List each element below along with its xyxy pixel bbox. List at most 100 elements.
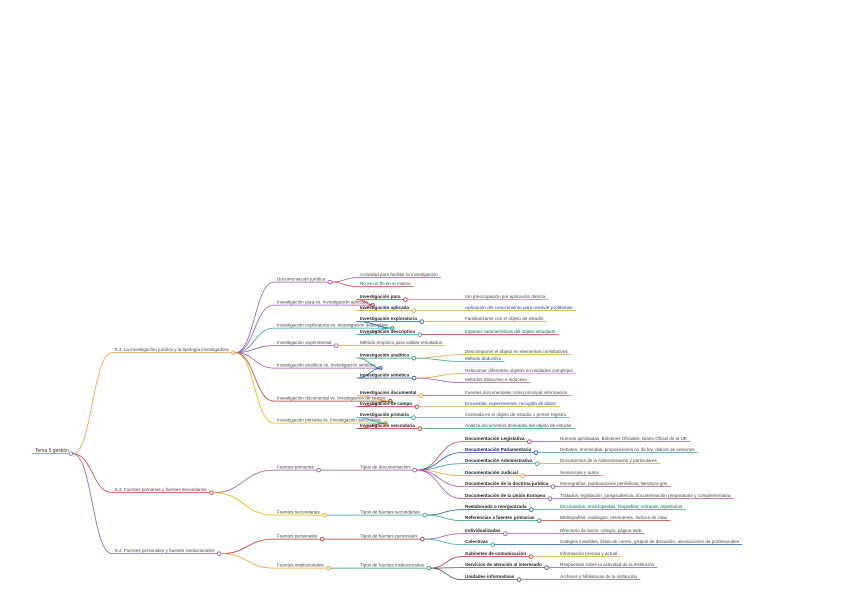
node-normas-aprobadas-boletines-oficiales-diario-ofic[interactable]: Normas aprobadas, Boletines Oficiales, D… — [560, 436, 687, 441]
node-analiza-documentos-derivados-del-objeto-de-estud[interactable]: Analiza documentos derivados del objeto … — [465, 423, 572, 428]
collapse-toggle-investigacion-exploratoria[interactable] — [419, 319, 424, 324]
node-documentacion-parlamentaria[interactable]: Documentación Parlamentaria — [465, 447, 532, 452]
collapse-toggle-tipos-de-fuentes-secundarias[interactable] — [422, 512, 427, 518]
node-individualizadas[interactable]: Individualizadas — [465, 528, 501, 533]
collapse-toggle-documentacion-de-la-union-europea[interactable] — [547, 496, 553, 501]
node-metodo-empirico-para-validar-resultados[interactable]: Método empírico para validar resultados — [360, 340, 443, 345]
collapse-toggle-5-3-la-investigacion-juridica-y-la-tipologia-inv[interactable] — [231, 350, 236, 355]
node-archivos-y-bibliotecas-de-la-institucion[interactable]: Archivos y bibliotecas de la institución — [560, 574, 638, 579]
node-5-4-fuentes-personales-y-fuentes-institucionales[interactable]: 5.4. Fuentes personales y fuentes instit… — [115, 548, 215, 553]
node-bibliografias-catalogos-resumenes-indices-de-cit[interactable]: Bibliografías, catálogos, resúmenes, índ… — [560, 515, 668, 520]
node-referencias-a-fuentes-primarias[interactable]: Referencias a fuentes primarias — [465, 515, 535, 520]
collapse-toggle-tema-5-gestion[interactable] — [68, 451, 74, 456]
node-debates-enmiendas-proposiciones-no-de-ley-diario[interactable]: Debates, enmiendas, proposiciones no de … — [560, 447, 695, 452]
node-documentacion-legislativa[interactable]: Documentación Legislativa — [465, 436, 525, 441]
node-informacion-precisa-y-actual[interactable]: Información precisa y actual — [560, 551, 617, 556]
node-reelaborada-o-reorganizada[interactable]: Reelaborada o reorganizada — [465, 504, 527, 509]
collapse-toggle-tipos-de-fuentes-institucionales[interactable] — [426, 565, 431, 571]
node-sin-preocupacion-por-aplicacion-directa[interactable]: Sin preocupación por aplicación directa — [465, 294, 546, 299]
collapse-toggle-tipos-de-fuentes-personales[interactable] — [420, 536, 425, 542]
collapse-toggle-investigacion-de-campo[interactable] — [414, 404, 420, 409]
node-investigacion-primaria[interactable]: Investigación primaria — [360, 412, 409, 417]
collapse-toggle-fuentes-primarias[interactable] — [316, 467, 321, 473]
collapse-toggle-documentacion-de-la-doctrina-juridica[interactable] — [550, 484, 556, 489]
node-familiarizarse-con-el-objeto-de-estudio[interactable]: Familiarizarse con el objeto de estudio — [465, 316, 544, 321]
node-tema-5-gestion[interactable]: Tema 5 gestión — [35, 448, 69, 454]
node-tratados-legislacion-jurisprudencia-documentacio[interactable]: Tratados, legislación, jurisprudencia, d… — [560, 493, 731, 498]
node-fuentes-documentales-como-principal-informacion[interactable]: Fuentes documentales como principal info… — [465, 390, 568, 395]
node-5-3-la-investigacion-juridica-y-la-tipologia-inv[interactable]: 5.3. La investigación jurídica y la tipo… — [115, 347, 229, 352]
node-relacionar-diferentes-objetos-en-unidades-comple[interactable]: Relacionar diferentes objetos en unidade… — [465, 368, 573, 373]
collapse-toggle-investigacion-experimental[interactable] — [333, 343, 339, 348]
node-investigacion-experimental[interactable]: Investigación experimental — [277, 340, 331, 345]
collapse-toggle-documentacion-legislativa[interactable] — [527, 439, 532, 444]
collapse-toggle-documentacion-judicial[interactable] — [520, 473, 525, 478]
node-descomponer-el-objeto-en-elementos-constitutivos[interactable]: Descomponer el objeto en elementos const… — [465, 349, 568, 354]
node-fuentes-institucionales[interactable]: Fuentes institucionales — [277, 563, 324, 568]
node-investigacion-documental-vs-investigacion-de-cam[interactable]: Investigación documental vs. Investigaci… — [277, 396, 386, 401]
node-servicios-de-atencion-al-interesado[interactable]: Servicios de atención al interesado — [465, 562, 542, 567]
node-investigacion-descriptiva[interactable]: Investigación descriptiva — [360, 329, 415, 334]
node-diccionarios-enciclopedias-biografias-cronicas-r[interactable]: Diccionarios, enciclopedias, biografías,… — [560, 504, 683, 509]
node-monografias-publicaciones-periodicas-literatura-[interactable]: Monografías, publicaciones periódicas, l… — [560, 481, 668, 486]
node-investigacion-documental[interactable]: Investigación documental — [360, 390, 416, 395]
collapse-toggle-5-3-fuentes-primarias-y-fuentes-secundarias[interactable] — [209, 490, 214, 495]
node-sentencias-y-autos[interactable]: Sentencias y autos — [560, 470, 600, 475]
collapse-toggle-investigacion-aplicada[interactable] — [411, 308, 417, 313]
node-exponer-caracteristicas-del-objeto-estudiado[interactable]: Exponer características del objeto estud… — [465, 329, 556, 334]
node-investigacion-primaria-vs-investigacion-secundar[interactable]: Investigación primaria vs. Investigación… — [277, 418, 381, 423]
collapse-toggle-fuentes-institucionales[interactable] — [326, 565, 331, 571]
node-respuestas-sobre-la-actividad-de-la-institucion[interactable]: Respuestas sobre la actividad de la inst… — [560, 562, 655, 567]
node-encuestas-experimentos-recogida-de-datos[interactable]: Encuestas, experimentos, recogida de dat… — [465, 401, 556, 406]
node-metodos-deductivo-e-inductivo[interactable]: Métodos deductivo e inductivo — [465, 377, 527, 382]
collapse-toggle-documentacion-administrativa[interactable] — [535, 461, 540, 466]
collapse-toggle-unidades-informativas[interactable] — [516, 577, 522, 582]
collapse-toggle-tipos-de-documentacion[interactable] — [412, 467, 417, 473]
node-investigacion-pura-vs-investigacion-aplicada[interactable]: Investigación pura vs. Investigación apl… — [277, 300, 368, 305]
node-aplicacion-del-conocimiento-para-resolver-proble[interactable]: Aplicación del conocimiento para resolve… — [465, 305, 573, 310]
node-actividad-para-facilitar-la-investigacion[interactable]: Actividad para facilitar la investigació… — [360, 272, 438, 277]
node-documentacion-de-la-doctrina-juridica[interactable]: Documentación de la doctrina jurídica — [465, 481, 549, 486]
node-tipos-de-documentacion[interactable]: Tipos de documentación — [360, 465, 410, 470]
node-investigacion-de-campo[interactable]: Investigación de campo — [360, 401, 412, 406]
node-5-3-fuentes-primarias-y-fuentes-secundarias[interactable]: 5.3. Fuentes primarias y fuentes secunda… — [115, 487, 207, 492]
node-tipos-de-fuentes-institucionales[interactable]: Tipos de fuentes institucionales — [360, 563, 425, 568]
node-tipos-de-fuentes-secundarias[interactable]: Tipos de fuentes secundarias — [360, 510, 421, 515]
collapse-toggle-servicios-de-atencion-al-interesado[interactable] — [544, 565, 549, 570]
node-gabinetes-de-comunicacion[interactable]: Gabinetes de comunicación — [465, 551, 526, 556]
node-investigacion-analitica-vs-investigacion-sinteti[interactable]: Investigación analítica vs. Investigació… — [277, 363, 376, 368]
node-investigacion-sintetica[interactable]: Investigación sintética — [360, 373, 410, 378]
collapse-toggle-investigacion-analitica[interactable] — [411, 355, 417, 361]
node-fuentes-primarias[interactable]: Fuentes primarias — [277, 465, 314, 470]
node-documentacion-judicial[interactable]: Documentación Judicial — [465, 470, 518, 475]
node-documentacion-de-la-union-europea[interactable]: Documentación de la Unión Europea — [465, 493, 546, 498]
node-investigacion-aplicada[interactable]: Investigación aplicada — [360, 305, 409, 310]
collapse-toggle-investigacion-secundaria[interactable] — [417, 426, 422, 431]
node-investigacion-secundaria[interactable]: Investigación secundaria — [360, 423, 415, 428]
collapse-toggle-documentacion-juridica[interactable] — [327, 279, 333, 285]
collapse-toggle-investigacion-primaria[interactable] — [411, 415, 416, 420]
node-colectivas[interactable]: Colectivas — [465, 539, 488, 544]
node-fuentes-secundarias[interactable]: Fuentes secundarias — [277, 510, 320, 515]
node-investigacion-analitica[interactable]: Investigación analítica — [360, 353, 409, 358]
node-investigacion-exploratoria[interactable]: Investigación exploratoria — [360, 316, 417, 321]
node-unidades-informativas[interactable]: Unidades informativas — [465, 574, 515, 579]
node-centrada-en-el-objeto-de-estudio-o-primer-regist[interactable]: Centrada en el objeto de estudio o prime… — [465, 412, 567, 417]
collapse-toggle-gabinetes-de-comunicacion[interactable] — [528, 554, 534, 559]
node-documentos-de-la-administracion-y-particulares[interactable]: Documentos de la Administración y partic… — [560, 458, 657, 463]
node-no-es-un-fin-en-si-mismo[interactable]: No es un fin en sí mismo — [360, 281, 411, 286]
collapse-toggle-investigacion-descriptiva[interactable] — [417, 332, 422, 337]
collapse-toggle-documentacion-parlamentaria[interactable] — [533, 450, 539, 455]
collapse-toggle-5-4-fuentes-personales-y-fuentes-institucionales[interactable] — [216, 551, 222, 556]
node-colegios-invisibles-listas-de-correo-grupos-de-d[interactable]: Colegios invisibles, listas de correo, g… — [560, 539, 740, 544]
node-fuentes-personales[interactable]: Fuentes personales — [277, 534, 318, 539]
collapse-toggle-reelaborada-o-reorganizada[interactable] — [529, 507, 534, 512]
node-investigacion-exploratoria-vs-investigacion-desc[interactable]: Investigación exploratoria vs. Investiga… — [277, 323, 388, 328]
collapse-toggle-investigacion-sintetica[interactable] — [411, 375, 417, 381]
collapse-toggle-investigacion-documental[interactable] — [418, 393, 424, 398]
collapse-toggle-fuentes-secundarias[interactable] — [322, 512, 327, 518]
node-documentacion-juridica[interactable]: Documentación jurídica — [277, 277, 325, 282]
collapse-toggle-investigacion-pura[interactable] — [403, 297, 408, 302]
node-metodo-deductivo[interactable]: Método deductivo — [465, 356, 502, 361]
node-investigacion-pura[interactable]: Investigación pura — [360, 294, 401, 299]
